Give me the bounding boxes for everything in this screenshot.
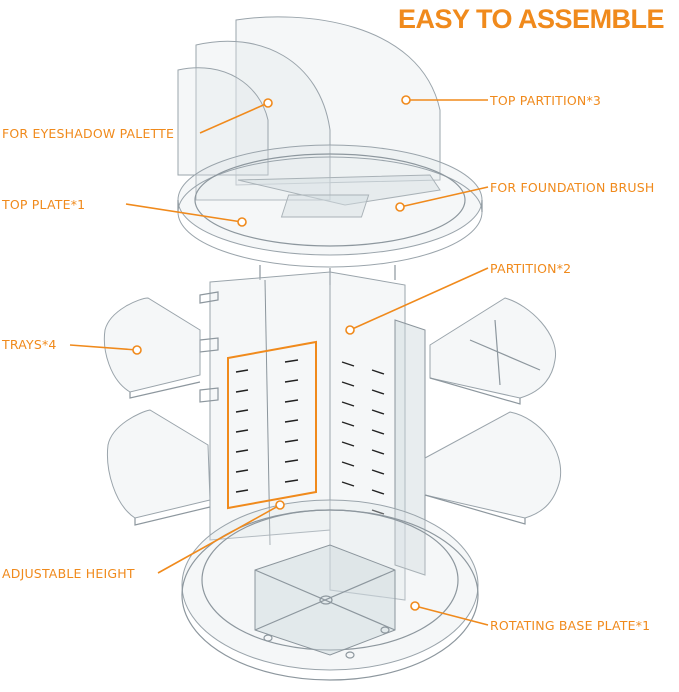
top-plate [177,144,483,285]
label-eyeshadow-palette: FOR EYESHADOW PALETTE [2,126,175,141]
top-partitions [177,16,441,218]
label-foundation-brush: FOR FOUNDATION BRUSH [490,180,655,195]
label-top-partition: TOP PARTITION*3 [490,93,602,108]
top-partition-large [235,16,441,186]
central-column [199,271,426,601]
label-adjustable-height: ADJUSTABLE HEIGHT [2,566,135,581]
label-rotating-base-plate: ROTATING BASE PLATE*1 [490,618,651,633]
adjustable-height-highlight [227,340,317,510]
top-partition-medium [195,40,331,201]
height-slots-left [235,359,299,493]
partition-right [329,271,406,601]
label-top-plate: TOP PLATE*1 [2,197,86,212]
tray-upper-left [103,297,201,393]
tray-upper-right [429,297,556,399]
tray-lower-right [424,411,562,519]
label-trays: TRAYS*4 [2,337,57,352]
diagram-title: EASY TO ASSEMBLE [398,4,665,34]
trays [103,297,562,526]
tray-lower-left [106,409,211,519]
top-partition-small [177,67,269,176]
rotating-base-plate [181,499,479,681]
height-slots-right [341,361,385,515]
callout-leaders [69,95,489,626]
label-partition: PARTITION*2 [490,261,572,276]
